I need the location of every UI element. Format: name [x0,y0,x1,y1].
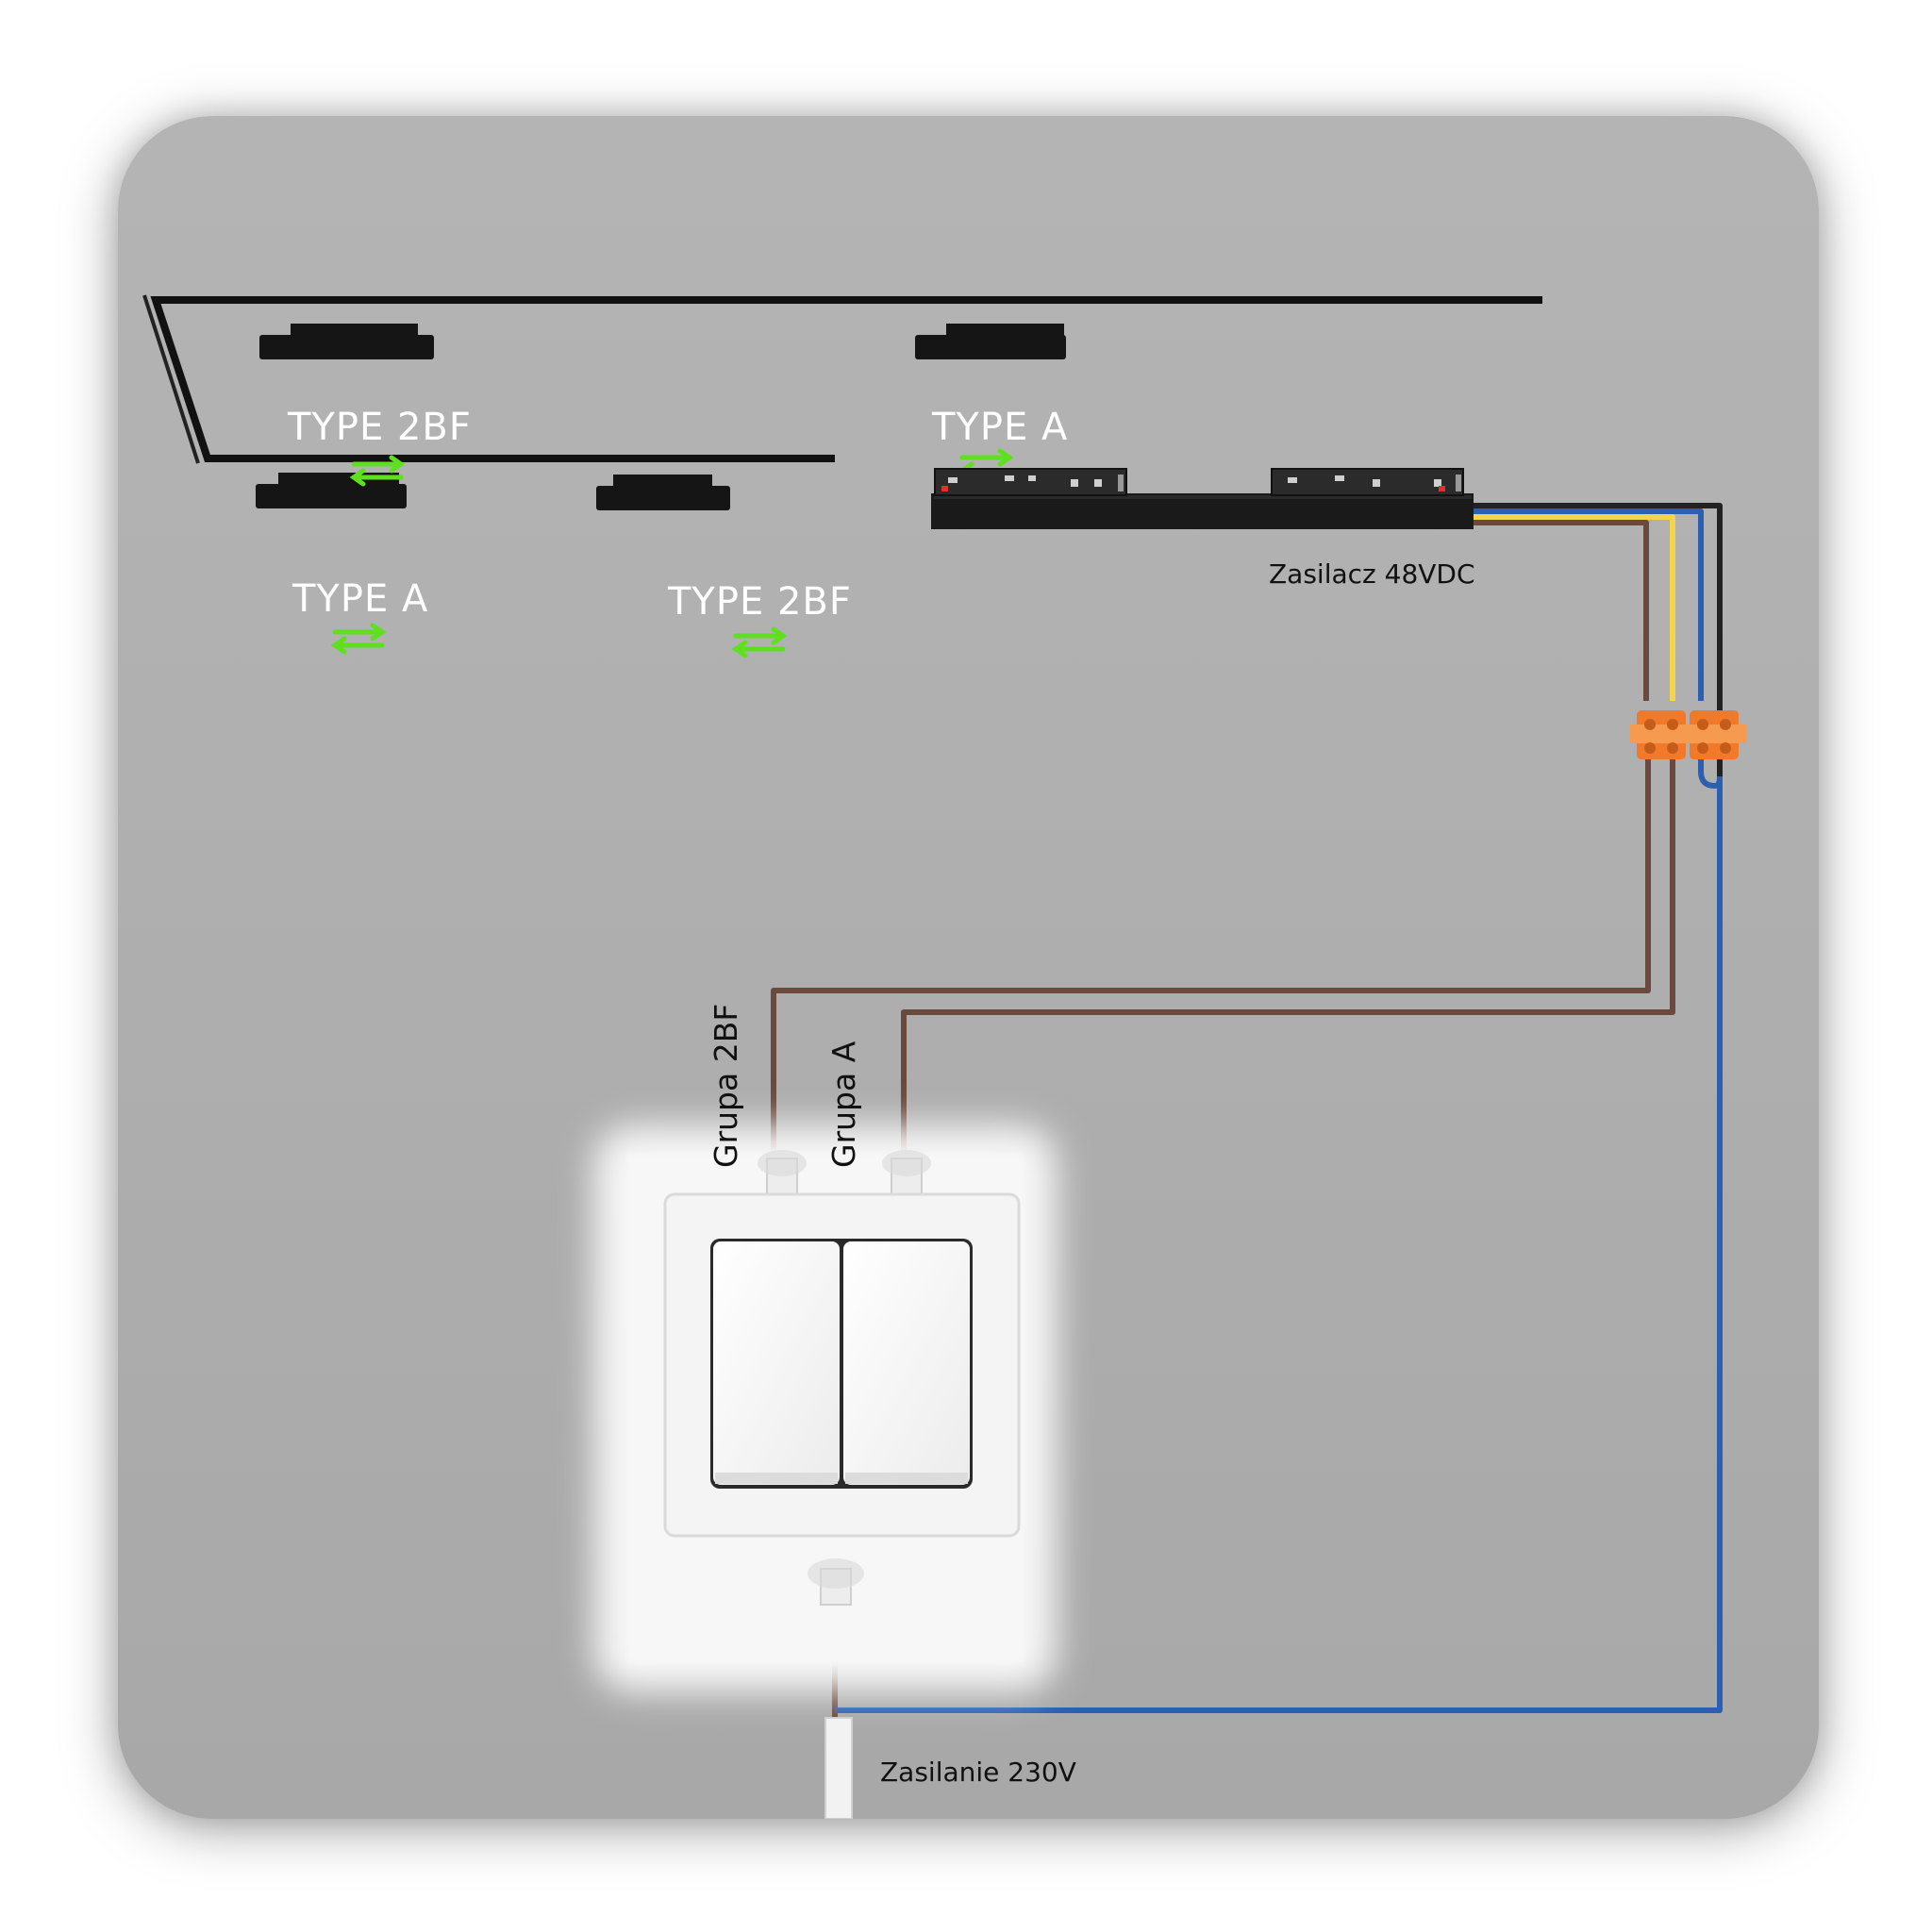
diagram-card: TYPE 2BF TYPE A TYPE A TYPE 2BF Zasilacz… [118,116,1819,1819]
wires-dc [1474,503,1723,701]
double-switch [663,1192,1021,1538]
group-2bf-label: Grupa 2BF [708,1003,744,1168]
fixture-2-body [915,324,1066,359]
cable-sleeves [758,1150,931,1606]
power-supply-body [931,468,1474,529]
power-supply-label: Zasilacz 48VDC [1269,558,1475,590]
mains-cable [824,1717,853,1819]
mains-label: Zasilanie 230V [880,1757,1076,1788]
fixture-1-label: TYPE 2BF [288,406,472,449]
magnetic-track [142,294,1542,464]
fixture-2-label: TYPE A [932,406,1069,449]
wire-connector-right [1684,710,1746,759]
wiring-diagram [142,294,1746,1819]
wire-connector-left [1630,710,1692,759]
fixture-1-body [259,324,434,359]
fixture-3-label: TYPE A [292,577,429,621]
fixture-4-body [596,475,730,510]
swap-arrows-icon [330,448,1014,658]
group-a-label: Grupa A [825,1041,862,1168]
fixture-4-label: TYPE 2BF [668,580,852,624]
